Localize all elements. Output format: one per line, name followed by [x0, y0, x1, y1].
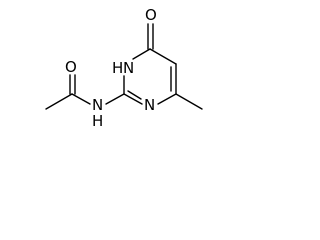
ring-nh-hydrogen-label: H — [112, 59, 123, 77]
amide-n-bond — [105, 93, 125, 105]
ring-bond-n1-c2 — [123, 93, 143, 105]
amide-carbon-bond — [71, 93, 91, 105]
ring-nitrogen-label: N — [144, 96, 155, 114]
structure-diagram: O H N N O N H — [0, 0, 216, 148]
amide-nitrogen-label: N — [92, 96, 103, 114]
ring-bond-n1-c2-inner — [127, 90, 142, 100]
molecule-structure: O H N N O N H — [45, 6, 203, 130]
acetyl-methyl-bond — [45, 93, 73, 110]
ring-bond-n3-c4 — [132, 48, 151, 60]
amide-oxygen-label: O — [65, 58, 77, 76]
methyl-bond — [175, 93, 203, 110]
ring-bond-c6-n1 — [157, 93, 177, 105]
ring-bond-c4-c5 — [149, 48, 177, 65]
ring-nitrogen-h-label: N — [123, 59, 134, 77]
bonds — [45, 23, 203, 110]
ring-carbonyl-oxygen-label: O — [145, 6, 157, 24]
atom-labels: O H N N O N H — [65, 6, 157, 130]
amide-nh-hydrogen-label: H — [92, 112, 103, 130]
